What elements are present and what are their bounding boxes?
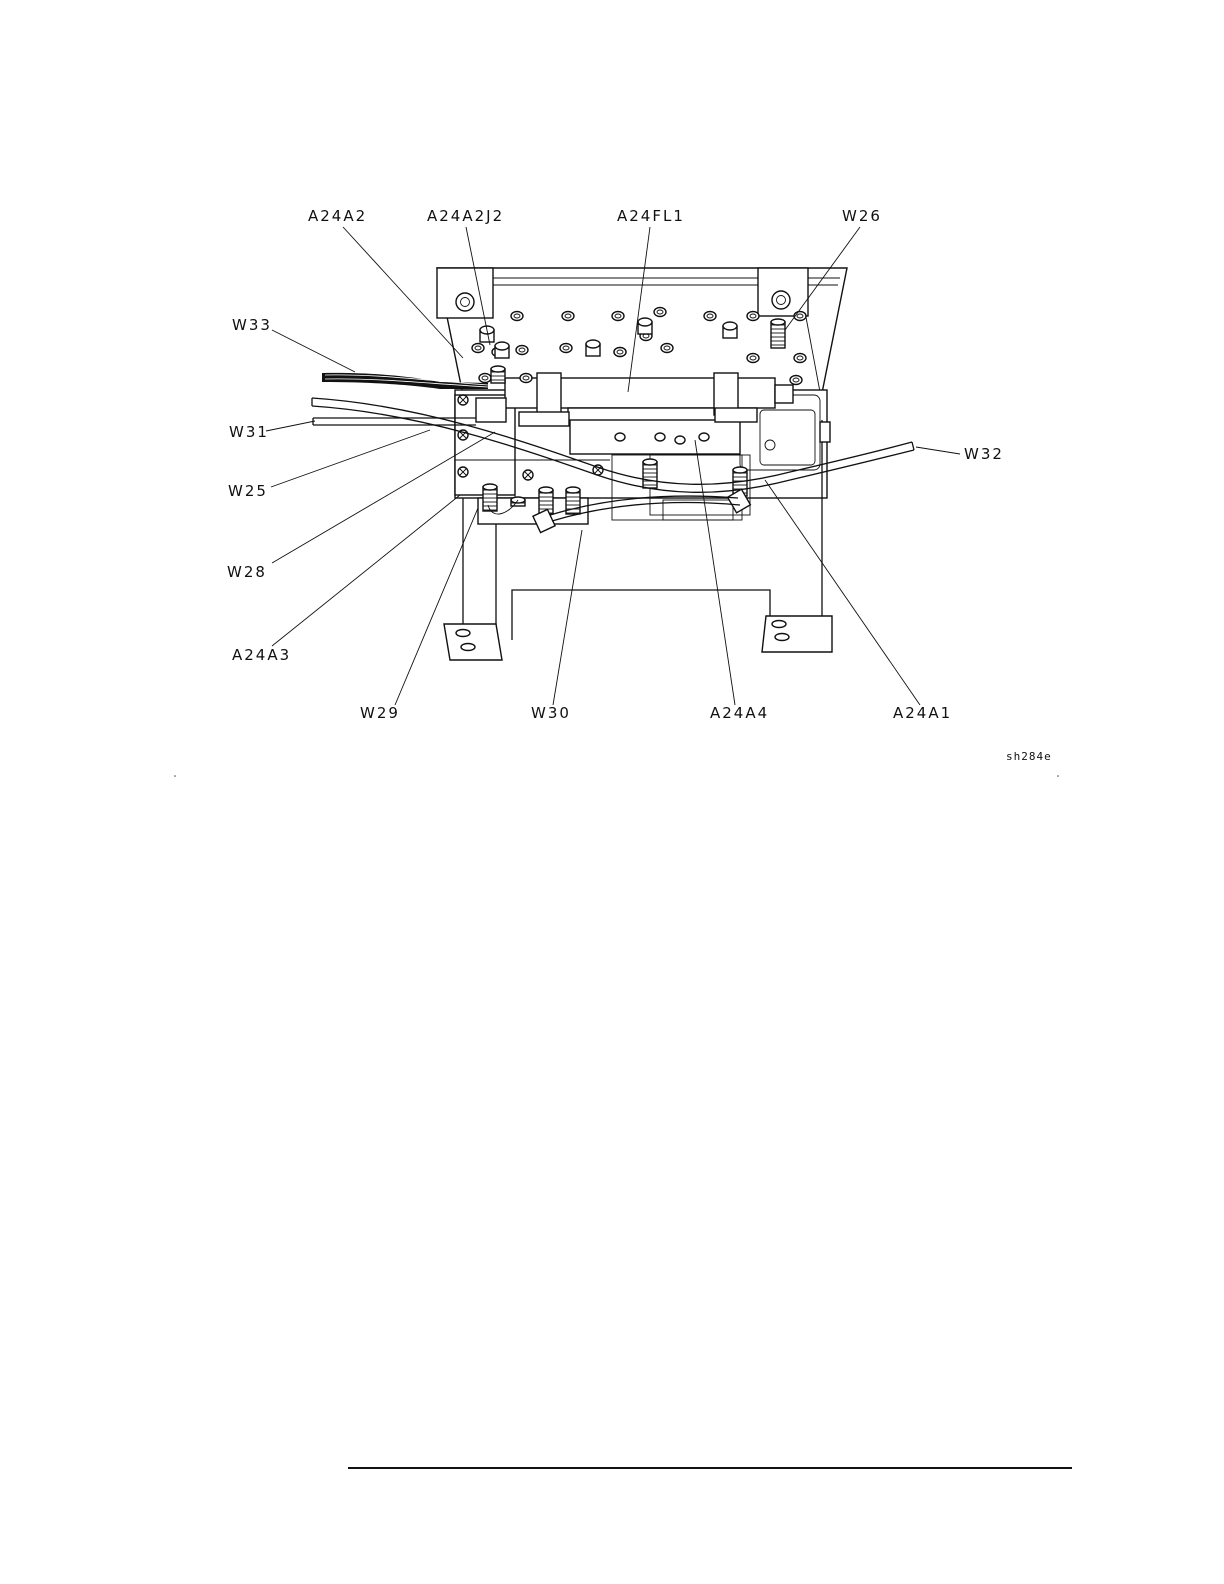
- callout-w28: W28: [227, 563, 267, 581]
- hinge-hole-icon: [772, 291, 790, 309]
- screw-icon: [479, 374, 491, 383]
- screw-icon: [511, 312, 523, 321]
- screw-icon: [516, 346, 528, 355]
- screw-icon: [675, 436, 685, 444]
- hinge-hole-icon: [456, 293, 474, 311]
- screw-icon: [520, 374, 532, 383]
- screw-icon: [655, 433, 665, 441]
- callout-w33: W33: [232, 316, 272, 334]
- foot-hole-icon: [461, 644, 475, 651]
- screw-icon: [747, 312, 759, 321]
- connector-icon: [771, 322, 785, 348]
- callout-w31: W31: [229, 423, 269, 441]
- screw-icon: [560, 344, 572, 353]
- callout-a24a1: A24A1: [893, 704, 952, 722]
- screw-icon: [747, 354, 759, 363]
- right-foot: [762, 616, 832, 652]
- screw-icon: [614, 348, 626, 357]
- screw-icon: [794, 312, 806, 321]
- callout-w32: W32: [964, 445, 1004, 463]
- callout-w25: W25: [228, 482, 268, 500]
- callout-a24a2: A24A2: [308, 207, 367, 225]
- foot-mounting-holes: [456, 621, 789, 651]
- screw-icon: [612, 312, 624, 321]
- left-foot: [444, 624, 502, 660]
- callout-w26: W26: [842, 207, 882, 225]
- callout-a24fl1: A24FL1: [617, 207, 685, 225]
- callout-a24a4: A24A4: [710, 704, 769, 722]
- screw-icon: [472, 344, 484, 353]
- screw-icon: [699, 433, 709, 441]
- foot-hole-icon: [772, 621, 786, 628]
- callout-a24a3: A24A3: [232, 646, 291, 664]
- screw-icon: [562, 312, 574, 321]
- screw-icon: [654, 308, 666, 317]
- connector-icon: [643, 462, 657, 488]
- callout-a24a2j2: A24A2J2: [427, 207, 504, 225]
- screw-icon: [615, 433, 625, 441]
- screw-icon: [794, 354, 806, 363]
- foot-hole-icon: [456, 630, 470, 637]
- foot-hole-icon: [775, 634, 789, 641]
- screw-icon: [790, 376, 802, 385]
- screw-icon: [661, 344, 673, 353]
- callout-w30: W30: [531, 704, 571, 722]
- figure-reference-code: sh284e: [1006, 750, 1052, 763]
- callout-w29: W29: [360, 704, 400, 722]
- page-dots: [174, 775, 1059, 777]
- screw-icon: [704, 312, 716, 321]
